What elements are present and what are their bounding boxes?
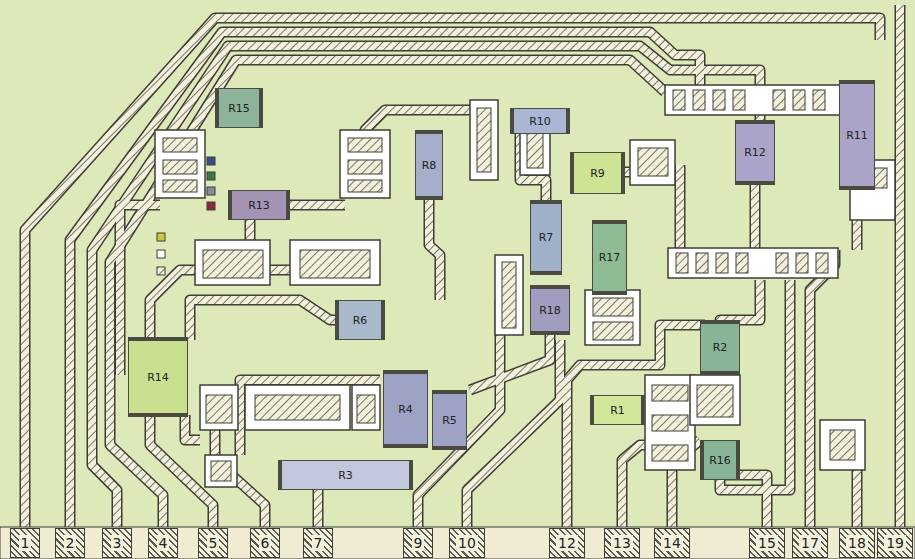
resistor-label: R1 xyxy=(610,404,625,417)
resistor-film: R12 xyxy=(735,120,775,185)
resistor-label: R7 xyxy=(539,231,554,244)
pin-number: 6 xyxy=(259,535,272,551)
resistor-film: R9 xyxy=(570,152,625,194)
pin-number: 19 xyxy=(884,535,906,551)
resistor-film: R1 xyxy=(590,395,645,425)
pin-number: 15 xyxy=(756,535,778,551)
bond-pad: 1 xyxy=(10,528,40,558)
resistor-label: R16 xyxy=(709,454,731,467)
resistor-label: R17 xyxy=(599,251,621,264)
resistor-film: R5 xyxy=(432,390,467,450)
resistor-label: R6 xyxy=(353,314,368,327)
resistor-label: R4 xyxy=(398,403,413,416)
resistor-label: R2 xyxy=(713,341,728,354)
pin-number: 3 xyxy=(111,535,124,551)
resistor-label: R13 xyxy=(248,199,270,212)
pin-number: 17 xyxy=(799,535,821,551)
bond-pad: 17 xyxy=(792,528,828,558)
resistor-film: R6 xyxy=(335,300,385,340)
resistor-label: R12 xyxy=(744,146,766,159)
resistor-label: R8 xyxy=(422,159,437,172)
bond-pad: 7 xyxy=(303,528,333,558)
resistor-label: R18 xyxy=(539,304,561,317)
pin-number: 18 xyxy=(846,535,868,551)
bond-pad: 14 xyxy=(654,528,690,558)
bond-pad: 3 xyxy=(102,528,132,558)
resistor-film: R7 xyxy=(530,200,562,275)
pin-number: 12 xyxy=(556,535,578,551)
bond-pad: 10 xyxy=(449,528,485,558)
resistor-label: R14 xyxy=(147,371,169,384)
resistor-label: R15 xyxy=(228,102,250,115)
bond-pad: 19 xyxy=(877,528,913,558)
resistor-film: R15 xyxy=(215,88,263,128)
pin-number: 1 xyxy=(19,535,32,551)
resistor-label: R3 xyxy=(338,469,353,482)
resistor-film: R11 xyxy=(839,80,875,190)
resistor-label: R5 xyxy=(442,414,457,427)
resistor-film: R17 xyxy=(592,220,628,295)
pin-number: 5 xyxy=(207,535,220,551)
bond-pad: 18 xyxy=(839,528,875,558)
pin-number: 4 xyxy=(157,535,170,551)
resistor-film: R16 xyxy=(700,440,740,480)
resistor-label: R9 xyxy=(590,167,605,180)
bond-pad: 9 xyxy=(403,528,433,558)
resistor-film: R2 xyxy=(700,320,740,375)
bond-pad: 2 xyxy=(55,528,85,558)
bond-pad: 12 xyxy=(549,528,585,558)
resistor-film: R18 xyxy=(530,285,570,335)
resistor-label: R10 xyxy=(529,115,551,128)
bond-pad: 13 xyxy=(604,528,640,558)
pin-number: 9 xyxy=(412,535,425,551)
pin-number: 7 xyxy=(312,535,325,551)
resistor-label: R11 xyxy=(846,129,868,142)
resistor-film: R4 xyxy=(383,370,428,448)
pin-number: 13 xyxy=(611,535,633,551)
resistor-film: R14 xyxy=(128,337,188,417)
resistor-film: R3 xyxy=(278,460,413,490)
resistor-film: R13 xyxy=(228,190,290,220)
pin-number: 14 xyxy=(661,535,683,551)
bond-pad: 5 xyxy=(198,528,228,558)
resistor-film: R8 xyxy=(415,130,444,200)
bond-pad: 4 xyxy=(148,528,178,558)
bond-pad: 6 xyxy=(250,528,280,558)
pin-number: 2 xyxy=(64,535,77,551)
resistor-film: R10 xyxy=(510,108,570,134)
pin-number: 10 xyxy=(456,535,478,551)
bond-pad: 15 xyxy=(749,528,785,558)
